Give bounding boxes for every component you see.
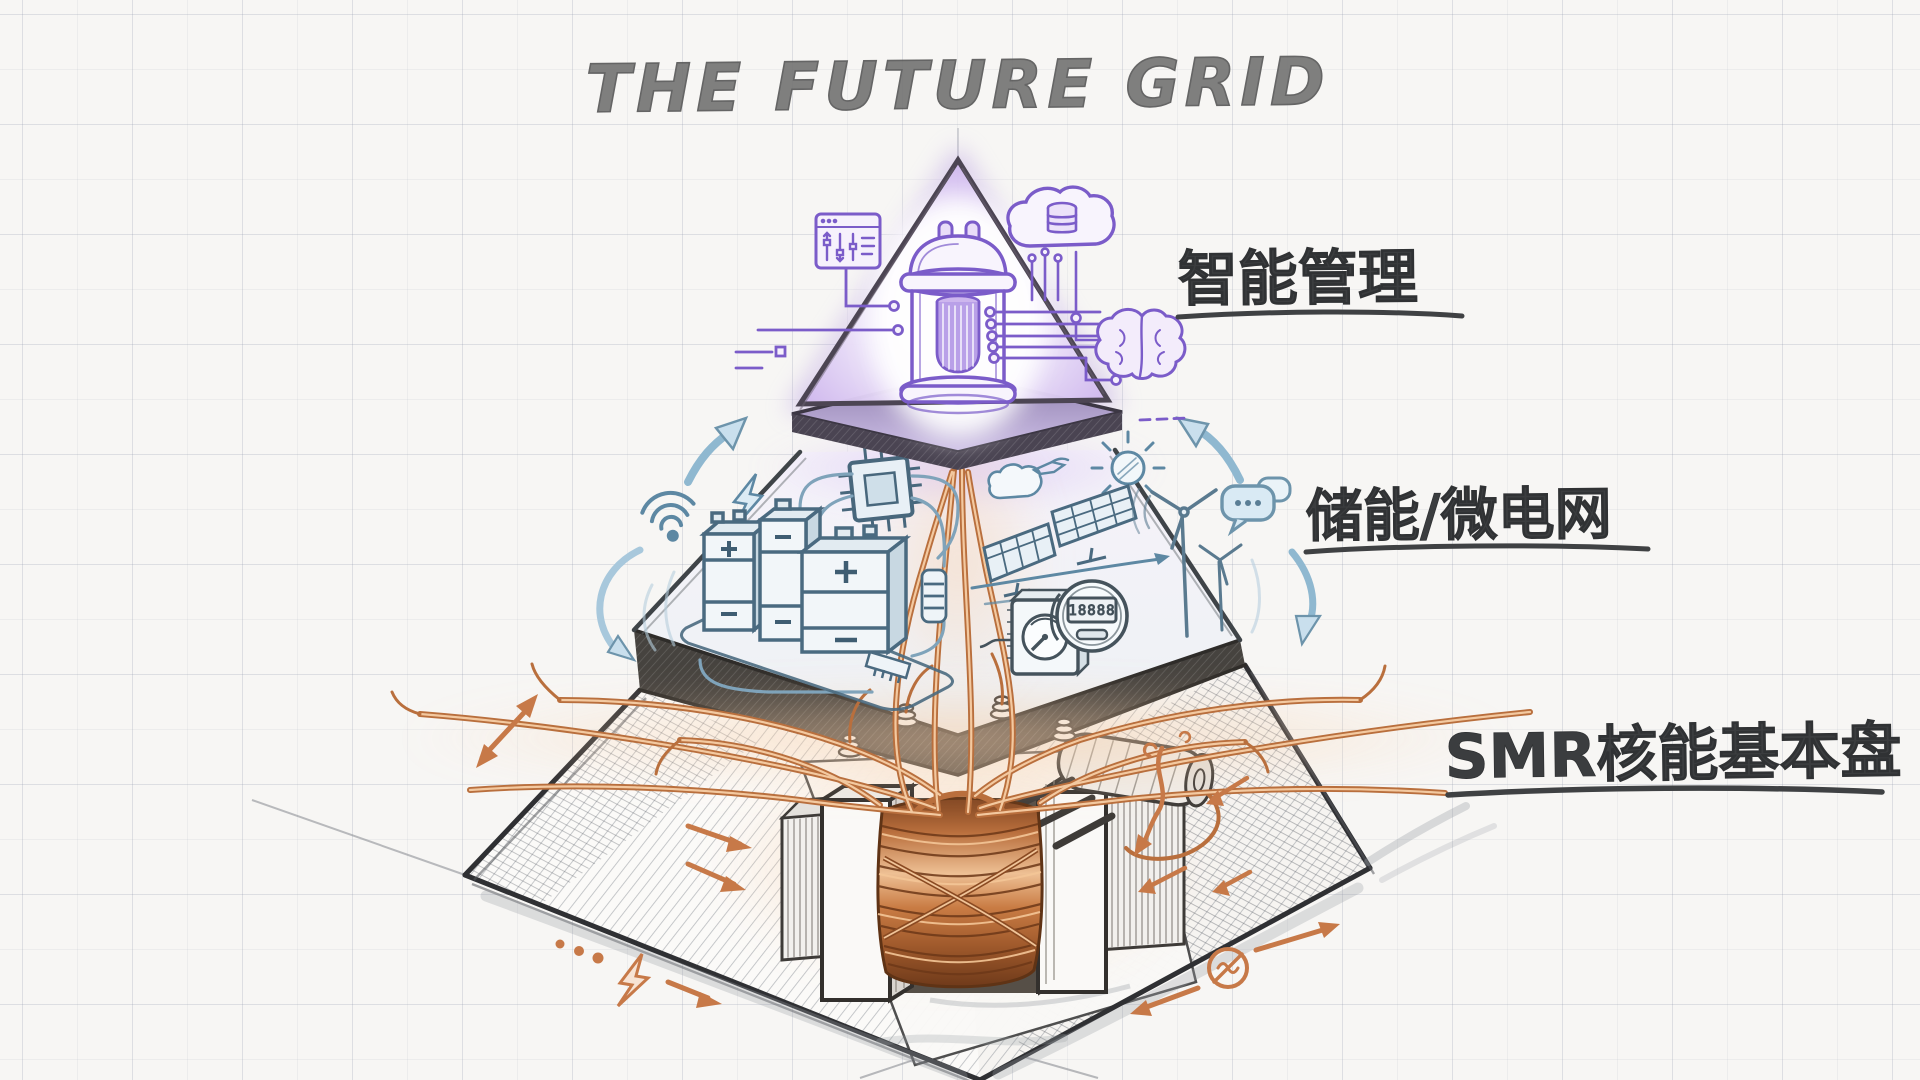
power-flow-arrow-icon xyxy=(665,979,722,1008)
cloud-icon xyxy=(987,463,1043,500)
blue-arrows xyxy=(596,415,1323,662)
sun-icon xyxy=(1090,430,1166,506)
microgrid-icons: 18888 xyxy=(640,430,1292,711)
tier-labels: 智能管理 储能/微电网 SMR核能基本盘 xyxy=(1175,243,1902,798)
connector-icon xyxy=(864,650,912,684)
tier-smart-management xyxy=(734,145,1190,470)
smr-reactor-icon xyxy=(899,220,1017,415)
copper-roots-icon xyxy=(390,410,1533,818)
ai-brain-icon xyxy=(1094,308,1187,380)
smart-meter-display: 18888 xyxy=(1068,603,1115,619)
circuit-trace-icon xyxy=(734,266,904,370)
smart-meter-icon: 18888 xyxy=(1050,579,1129,653)
power-flow-arrow-icon xyxy=(1206,775,1253,896)
lightning-icon xyxy=(616,953,652,1008)
double-arrow-icon xyxy=(476,694,538,768)
battery xyxy=(796,524,912,656)
cloud-database-icon xyxy=(1006,185,1116,342)
wind-turbine-icon xyxy=(1131,487,1243,638)
label-energy-storage-microgrid: 储能/微电网 xyxy=(1306,481,1612,550)
battery-bank-icon xyxy=(680,498,954,711)
circulation-arrow-icon xyxy=(596,546,644,662)
chat-bubbles-icon xyxy=(1220,476,1292,537)
sliders-panel-icon xyxy=(814,212,882,270)
fuse-icon xyxy=(920,568,948,624)
power-flow-arrow-icon xyxy=(685,823,752,892)
energy-flow-arrows xyxy=(476,694,1340,1016)
ellipsis-dots-icon xyxy=(555,939,604,964)
ac-power-icon xyxy=(1130,922,1340,1016)
up-arrow-icon xyxy=(684,415,749,486)
microchip-icon xyxy=(838,443,924,532)
label-smr-nuclear-base: SMR核能基本盘 xyxy=(1444,716,1902,793)
copper-coil-icon xyxy=(876,796,1044,989)
down-arrow-icon xyxy=(1288,548,1323,647)
label-underline xyxy=(1175,309,1465,320)
squiggle-arrow-icon xyxy=(1134,730,1192,894)
solar-panel-icon xyxy=(982,484,1138,598)
label-underline xyxy=(1445,785,1885,798)
diagram-title: THE FUTURE GRID xyxy=(585,43,1330,128)
drone-icon xyxy=(1031,457,1070,476)
up-arrow-icon xyxy=(1175,416,1244,484)
wifi-icon xyxy=(640,490,696,542)
label-underline xyxy=(1303,543,1651,555)
label-smart-management: 智能管理 xyxy=(1178,243,1419,315)
